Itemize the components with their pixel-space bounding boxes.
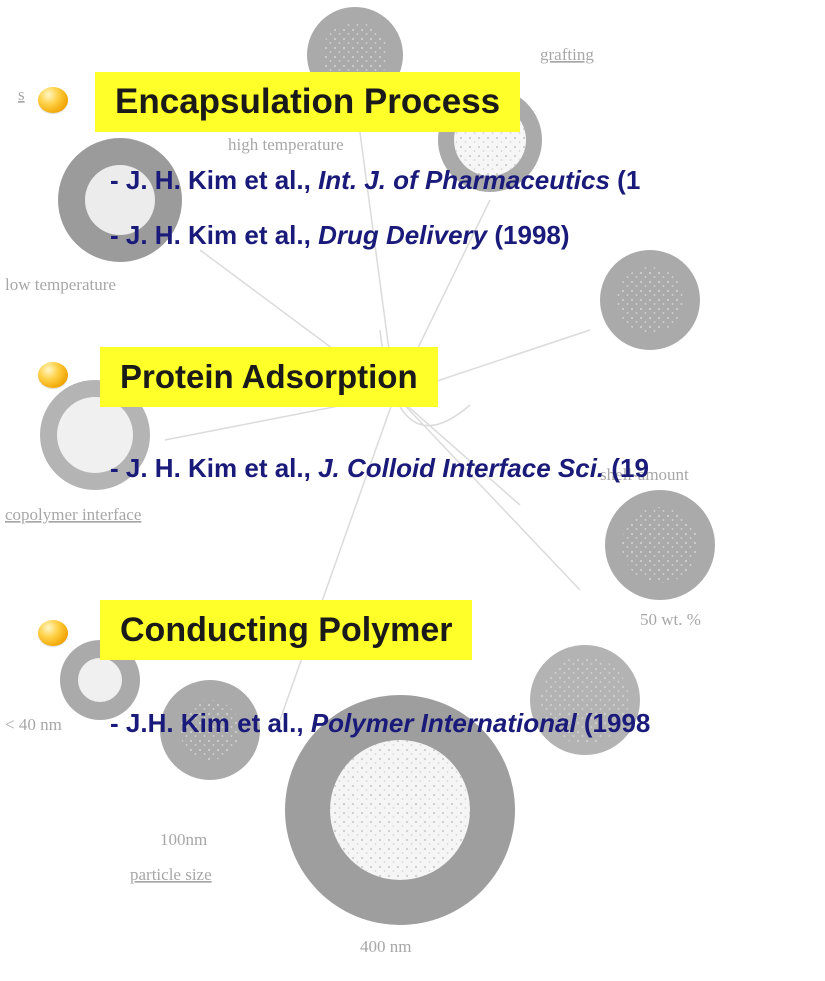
label-100nm: 100nm	[160, 830, 207, 849]
label-top-left: s	[18, 85, 25, 104]
label-grafting: grafting	[540, 45, 594, 64]
section-heading-protein: Protein Adsorption	[100, 347, 438, 407]
section-heading-conducting: Conducting Polymer	[100, 600, 473, 660]
label-40nm: < 40 nm	[5, 715, 62, 734]
bullet-icon	[38, 362, 68, 388]
label-particle-size: particle size	[130, 865, 212, 884]
label-50-wt: 50 wt. %	[640, 610, 701, 629]
reference-line: - J. H. Kim et al., Drug Delivery (1998)	[110, 220, 570, 250]
reference-line: - J. H. Kim et al., J. Colloid Interface…	[110, 453, 649, 483]
reference-line: - J.H. Kim et al., Polymer International…	[110, 708, 651, 738]
label-low-temperature: low temperature	[5, 275, 116, 294]
reference-line: - J. H. Kim et al., Int. J. of Pharmaceu…	[110, 165, 641, 195]
label-high-temperature: high temperature	[228, 135, 344, 154]
bullet-icon	[38, 87, 68, 113]
label-shell-amount: shell-amount	[600, 465, 689, 484]
label-400nm: 400 nm	[360, 937, 411, 956]
label-copolymer-interface: copolymer interface	[5, 505, 141, 524]
bullet-icon	[38, 620, 68, 646]
section-heading-encapsulation: Encapsulation Process	[95, 72, 521, 132]
